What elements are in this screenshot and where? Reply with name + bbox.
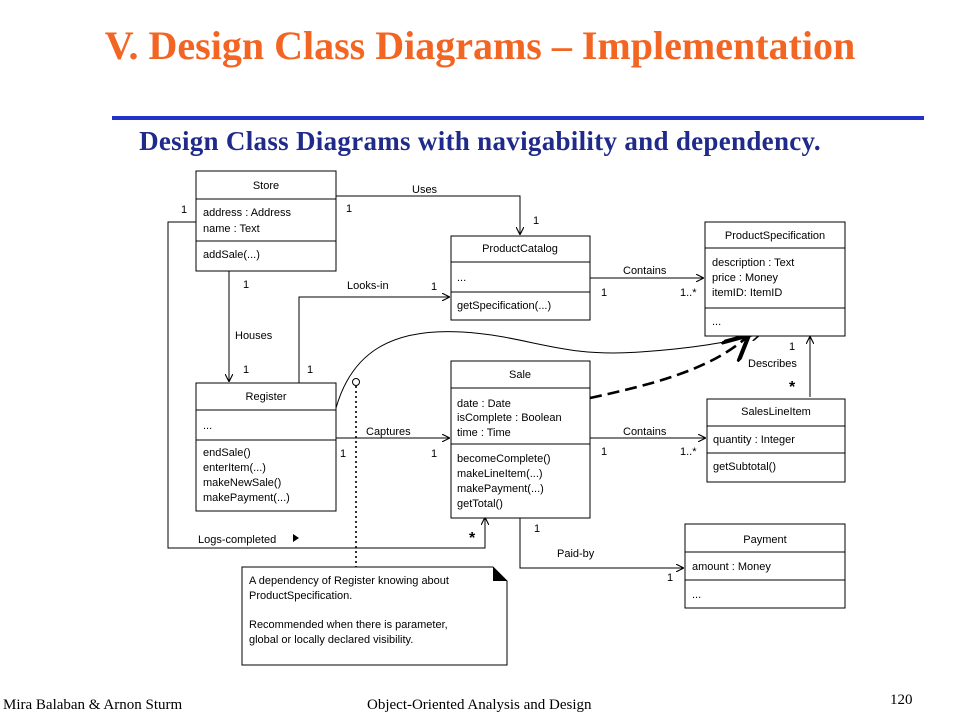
class-productspecification-name: ProductSpecification bbox=[725, 230, 825, 242]
association-uses: Uses 1 1 bbox=[336, 184, 539, 234]
slide-subtitle: Design Class Diagrams with navigability … bbox=[139, 126, 821, 156]
association-houses-label: Houses bbox=[235, 330, 273, 342]
association-looks-in-source-mult: 1 bbox=[307, 364, 313, 376]
association-captures: Captures 1 1 bbox=[336, 426, 449, 460]
footer-authors: Mira Balaban & Arnon Sturm bbox=[3, 697, 183, 713]
association-contains-sale-label: Contains bbox=[623, 426, 667, 438]
class-sale-attribute: isComplete : Boolean bbox=[457, 412, 562, 424]
class-sale-operation: makePayment(...) bbox=[457, 483, 544, 495]
association-looks-in-label: Looks-in bbox=[347, 280, 389, 292]
association-houses-target-mult: 1 bbox=[243, 364, 249, 376]
class-store: Store address : Address name : Text addS… bbox=[195, 170, 337, 272]
association-paid-by-label: Paid-by bbox=[557, 548, 595, 560]
page-number: 120 bbox=[890, 692, 913, 708]
association-logs-completed-label: Logs-completed bbox=[198, 534, 276, 546]
class-sale-operation: makeLineItem(...) bbox=[457, 468, 543, 480]
association-contains-catalog: Contains 1 1..* bbox=[590, 265, 703, 299]
association-contains-catalog-label: Contains bbox=[623, 265, 667, 277]
class-register: Register ... endSale() enterItem(...) ma… bbox=[195, 382, 337, 512]
class-register-operation: makePayment(...) bbox=[203, 492, 290, 504]
visibility-curve bbox=[335, 332, 760, 409]
class-store-attribute: address : Address bbox=[203, 207, 292, 219]
slide-title: V. Design Class Diagrams – Implementatio… bbox=[104, 23, 856, 68]
class-sale-attribute: date : Date bbox=[457, 398, 511, 410]
class-payment-operation: ... bbox=[692, 589, 701, 601]
class-register-name: Register bbox=[246, 391, 287, 403]
class-productcatalog-name: ProductCatalog bbox=[482, 243, 558, 255]
class-sale-name: Sale bbox=[509, 369, 531, 381]
class-store-name: Store bbox=[253, 180, 279, 192]
class-register-operation: endSale() bbox=[203, 447, 251, 459]
association-contains-sale-source-mult: 1 bbox=[601, 446, 607, 458]
class-payment-attribute: amount : Money bbox=[692, 561, 771, 573]
note-line: A dependency of Register knowing about bbox=[249, 575, 449, 587]
association-describes-label: Describes bbox=[748, 358, 797, 370]
association-contains-sale-target-mult: 1..* bbox=[680, 446, 697, 458]
note-anchor bbox=[352, 378, 360, 567]
title-underline bbox=[112, 116, 924, 120]
association-contains-catalog-source-mult: 1 bbox=[601, 287, 607, 299]
association-contains-sale: Contains 1 1..* bbox=[590, 426, 705, 458]
association-paid-by-target-mult: 1 bbox=[667, 572, 673, 584]
association-captures-label: Captures bbox=[366, 426, 411, 438]
association-paid-by: Paid-by 1 1 bbox=[519, 518, 683, 584]
association-logs-completed-source-mult: 1 bbox=[181, 204, 187, 216]
class-sale: Sale date : Date isComplete : Boolean ti… bbox=[450, 360, 591, 519]
class-productcatalog: ProductCatalog ... getSpecification(...) bbox=[450, 235, 591, 321]
class-saleslineitem-operation: getSubtotal() bbox=[713, 461, 776, 473]
class-store-operation: addSale(...) bbox=[203, 249, 260, 261]
class-register-operation: makeNewSale() bbox=[203, 477, 281, 489]
association-looks-in-target-mult: 1 bbox=[431, 281, 437, 293]
class-store-attribute: name : Text bbox=[203, 223, 260, 235]
association-describes-target-mult: 1 bbox=[789, 341, 795, 353]
class-productspecification-attribute: itemID: ItemID bbox=[712, 287, 782, 299]
association-uses-source-mult: 1 bbox=[346, 203, 352, 215]
class-sale-operation: becomeComplete() bbox=[457, 453, 551, 465]
class-productspecification: ProductSpecification description : Text … bbox=[704, 221, 846, 337]
association-houses-source-mult: 1 bbox=[243, 279, 249, 291]
association-paid-by-source-mult: 1 bbox=[534, 523, 540, 535]
association-logs-completed-target-mult: * bbox=[469, 530, 476, 547]
association-houses: Houses 1 1 bbox=[229, 271, 273, 381]
association-uses-label: Uses bbox=[412, 184, 438, 196]
association-captures-target-mult: 1 bbox=[431, 448, 437, 460]
class-productcatalog-operation: getSpecification(...) bbox=[457, 300, 551, 312]
association-looks-in: Looks-in 1 1 bbox=[298, 280, 449, 383]
class-saleslineitem: SalesLineItem quantity : Integer getSubt… bbox=[706, 398, 846, 483]
class-saleslineitem-name: SalesLineItem bbox=[741, 406, 811, 418]
class-productspecification-operation: ... bbox=[712, 316, 721, 328]
association-uses-target-mult: 1 bbox=[533, 215, 539, 227]
dependency-note: A dependency of Register knowing about P… bbox=[241, 566, 508, 666]
association-contains-catalog-target-mult: 1..* bbox=[680, 287, 697, 299]
class-sale-attribute: time : Time bbox=[457, 427, 511, 439]
dependency-arrow bbox=[589, 337, 747, 400]
note-line: ProductSpecification. bbox=[249, 590, 352, 602]
footer-course: Object-Oriented Analysis and Design bbox=[367, 697, 592, 713]
association-describes-source-mult: * bbox=[789, 379, 796, 396]
class-saleslineitem-attribute: quantity : Integer bbox=[713, 434, 795, 446]
class-sale-operation: getTotal() bbox=[457, 498, 503, 510]
class-register-operation: enterItem(...) bbox=[203, 462, 266, 474]
class-payment: Payment amount : Money ... bbox=[684, 523, 846, 609]
class-productspecification-attribute: price : Money bbox=[712, 272, 779, 284]
note-line: Recommended when there is parameter, bbox=[249, 619, 448, 631]
association-describes: Describes * 1 bbox=[748, 337, 810, 397]
class-productcatalog-attribute: ... bbox=[457, 272, 466, 284]
note-line: global or locally declared visibility. bbox=[249, 634, 413, 646]
class-register-attribute: ... bbox=[203, 420, 212, 432]
association-logs-completed: Logs-completed 1 * bbox=[167, 204, 485, 549]
class-productspecification-attribute: description : Text bbox=[712, 257, 794, 269]
association-captures-source-mult: 1 bbox=[340, 448, 346, 460]
class-payment-name: Payment bbox=[743, 534, 786, 546]
